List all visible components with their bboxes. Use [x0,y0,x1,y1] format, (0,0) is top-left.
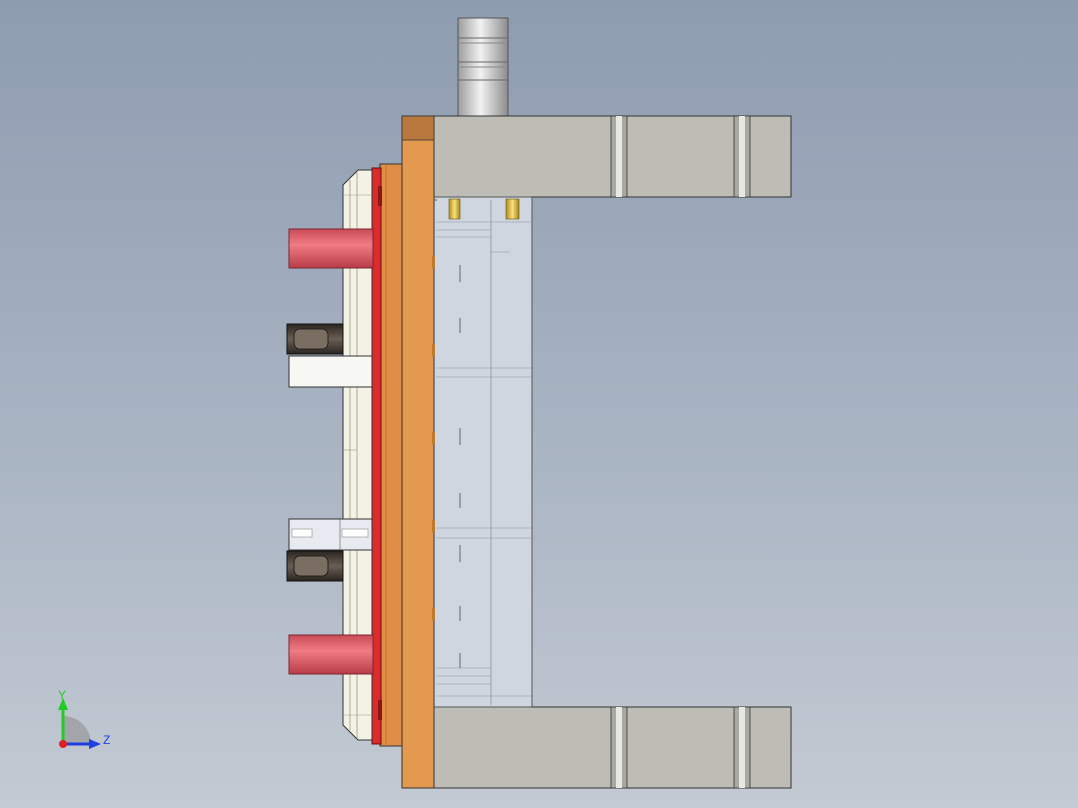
clamp-plate[interactable] [401,115,437,789]
bushing-bottom[interactable] [286,550,344,582]
gold-screw[interactable] [505,198,520,220]
gold-screw[interactable] [448,198,461,220]
guide-rail-bottom[interactable] [433,706,792,789]
water-nozzle[interactable] [457,17,509,119]
guide-rail-top[interactable] [433,115,792,198]
ejector-block-bottom[interactable] [288,518,373,551]
mold-core[interactable] [433,196,533,708]
ejector-block-top[interactable] [288,355,373,388]
coordinate-triad: Y Z [58,688,110,749]
guide-pin-bottom[interactable] [288,634,374,675]
guide-pin-top[interactable] [288,228,374,269]
z-axis-label: Z [103,733,110,747]
support-plate[interactable] [379,163,403,747]
x-axis-dot [59,740,67,748]
bushing-top[interactable] [286,323,344,355]
y-axis-label: Y [58,688,66,702]
